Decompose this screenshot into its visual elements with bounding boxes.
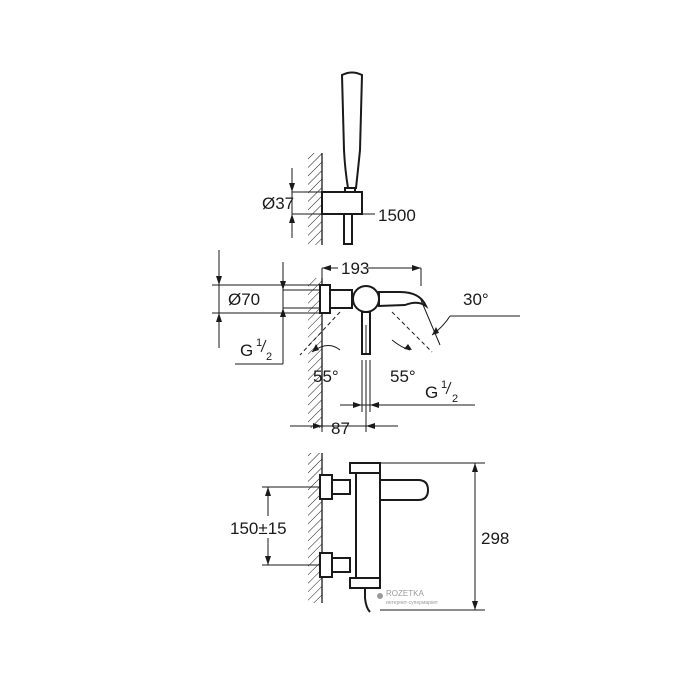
arrow-150-bottom xyxy=(265,556,271,565)
arrow-d70-bottom xyxy=(216,313,222,322)
spout-top xyxy=(378,291,429,310)
mixer-handle-top xyxy=(352,285,380,313)
label-193-bg xyxy=(338,258,368,276)
label-thread-bottom: G xyxy=(425,383,438,402)
label-thread-left: G xyxy=(240,341,253,360)
label-angle-30: 30° xyxy=(463,290,489,309)
arrow-30 xyxy=(432,327,439,335)
watermark-logo-icon xyxy=(377,593,383,599)
label-150-bg xyxy=(228,516,304,538)
arrow-thread-bottom xyxy=(280,308,286,317)
label-height-298: 298 xyxy=(481,529,509,548)
arrow-87-left xyxy=(313,423,322,429)
spout-swing-line xyxy=(420,299,441,346)
wall-hatch-top xyxy=(308,153,322,245)
rosette xyxy=(319,284,331,314)
arrow-298-bottom xyxy=(472,601,478,610)
label-298-bg xyxy=(478,527,514,549)
spout-front xyxy=(379,479,430,501)
arrow-d37-top xyxy=(289,183,295,192)
arrow-thread-top xyxy=(280,281,286,290)
label-hose-length: 1500 xyxy=(378,206,416,225)
thread-bottom-slash xyxy=(445,381,452,395)
arrow-thread-bottom-left xyxy=(353,402,362,408)
label-depth-87: 87 xyxy=(331,419,350,438)
handshower-view: Ø37 1500 xyxy=(262,71,416,245)
front-view: 150±15 298 ROZETKA интернет-супермаркет xyxy=(228,453,514,613)
arrow-193-right xyxy=(412,265,421,271)
thread-left-slash xyxy=(260,339,267,353)
rosette-lower xyxy=(319,552,333,578)
label-thread-left-den: 2 xyxy=(266,351,272,363)
label-width-193: 193 xyxy=(341,259,369,278)
plan-view: 193 Ø70 G 1 2 55° 55° 30° xyxy=(212,250,520,438)
label-thread-left-num: 1 xyxy=(256,337,262,349)
label-thread-bottom-den: 2 xyxy=(452,393,458,405)
arrow-193-left xyxy=(322,265,331,271)
arrow-d70-top xyxy=(216,276,222,285)
connector-body xyxy=(329,289,353,309)
wall-holder xyxy=(321,191,363,215)
arrow-298-top xyxy=(472,463,478,472)
arrow-150-top xyxy=(265,487,271,496)
label-centers: 150±15 xyxy=(230,519,287,538)
connector-lower xyxy=(331,557,351,573)
label-angle-right: 55° xyxy=(390,367,416,386)
label-thread-bottom-num: 1 xyxy=(441,379,447,391)
label-rosette-diameter: Ø70 xyxy=(228,290,260,309)
mixer-body xyxy=(355,472,381,582)
outlet-bottom xyxy=(364,588,371,613)
arrow-thread-bottom-right xyxy=(370,402,379,408)
arrow-55-right xyxy=(404,344,412,350)
arrow-55-left xyxy=(312,344,319,352)
body-cap-top xyxy=(349,462,381,474)
handshower-handle xyxy=(340,71,364,189)
swing-line-left xyxy=(299,311,341,356)
arrow-d37-bottom xyxy=(289,214,295,223)
watermark-tagline: интернет-супермаркет xyxy=(386,600,439,606)
label-angle-left: 55° xyxy=(313,367,339,386)
watermark: ROZETKA интернет-супермаркет xyxy=(377,589,439,606)
body-cap-bottom xyxy=(349,577,381,589)
watermark-brand: ROZETKA xyxy=(386,589,424,598)
rosette-upper xyxy=(319,474,333,500)
wall-hatch-middle xyxy=(308,278,322,428)
arrow-87-right xyxy=(366,423,375,429)
hose-connector xyxy=(343,213,353,245)
swing-line-right xyxy=(391,311,433,353)
connector-upper xyxy=(331,479,351,495)
arc-55-right xyxy=(391,339,411,351)
label-handshower-diameter: Ø37 xyxy=(262,194,294,213)
